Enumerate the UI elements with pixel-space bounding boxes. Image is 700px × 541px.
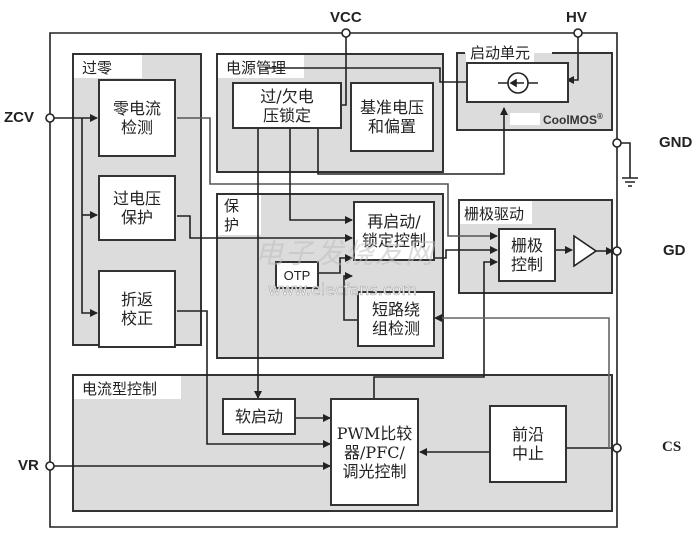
wire-restart-gate (434, 246, 498, 259)
pin-label-hv: HV (566, 9, 587, 26)
block-soft-start: 软启动 (222, 398, 296, 435)
pin-cs (612, 443, 622, 453)
block-reference-bias: 基准电压 和偏置 (350, 82, 434, 152)
chip-outline (49, 32, 618, 528)
block-ov-uv-lockout: 过/欠电 压锁定 (232, 82, 342, 129)
wire-foldback-pwm (177, 310, 331, 448)
group-title-gate-drive: 栅极驱动 (460, 201, 533, 224)
pin-label-gd: GD (663, 242, 686, 259)
group-title-zero-crossing: 过零 (74, 55, 143, 78)
block-otp: OTP (275, 261, 319, 289)
wire-startup-feedback (317, 107, 508, 175)
group-title-startup-unit: 启动单元 (466, 42, 535, 63)
pin-label-gnd: GND (659, 134, 693, 151)
driver-buffer-icon (573, 234, 598, 268)
group-title-power-management: 电源管理 (218, 55, 305, 78)
wire-uvlo-restart (289, 128, 353, 224)
wire-zcd-gate (177, 117, 498, 240)
brand-coolmos: CoolMOS® (543, 112, 603, 127)
watermark-cn: 电子发烧友网 (255, 237, 436, 270)
wire-otp-restart (318, 254, 353, 274)
pin-hv (573, 28, 583, 38)
block-gate-control: 栅极 控制 (498, 228, 556, 282)
pin-zcv (45, 113, 55, 123)
wire-hv (566, 33, 579, 84)
ground-symbol (622, 177, 638, 187)
pin-label-zcv: ZCV (4, 109, 34, 126)
block-restart-latch-control: 再启动/ 锁定控制 (353, 201, 435, 261)
pin-label-vr: VR (18, 457, 39, 474)
pin-gd (612, 246, 622, 256)
wire-cs-swd (435, 318, 610, 448)
wire-gnd (617, 142, 631, 178)
watermark-url: www.elecfans.com (268, 280, 418, 300)
wire-pwm-gate (373, 258, 498, 398)
current-source-icon (497, 71, 538, 94)
group-title-current-mode-control: 电流型控制 (74, 376, 182, 399)
block-pwm-pfc-dimming: PWM比较 器/PFC/ 调光控制 (330, 398, 419, 506)
pin-label-vcc: VCC (330, 9, 362, 26)
block-short-winding-detect: 短路绕 组检测 (357, 291, 435, 347)
pin-vr (45, 461, 55, 471)
group-title-protection: 保 护 (218, 195, 262, 235)
brand-blank (510, 113, 540, 125)
wire-ovp-restart (177, 215, 353, 242)
block-zero-current-detect: 零电流 检测 (98, 79, 176, 157)
block-leading-edge-blanking: 前沿 中止 (489, 405, 567, 483)
block-startup-current-source (466, 62, 569, 103)
block-over-voltage-protect: 过电压 保护 (98, 175, 176, 241)
wire-vcc (340, 33, 347, 106)
pin-vcc (341, 28, 351, 38)
pin-gnd (612, 138, 622, 148)
pin-label-cs: CS (662, 439, 682, 455)
wire-ref-startup (265, 67, 466, 83)
wire-swd-restart (343, 272, 357, 321)
block-foldback-correction: 折返 校正 (98, 270, 176, 348)
